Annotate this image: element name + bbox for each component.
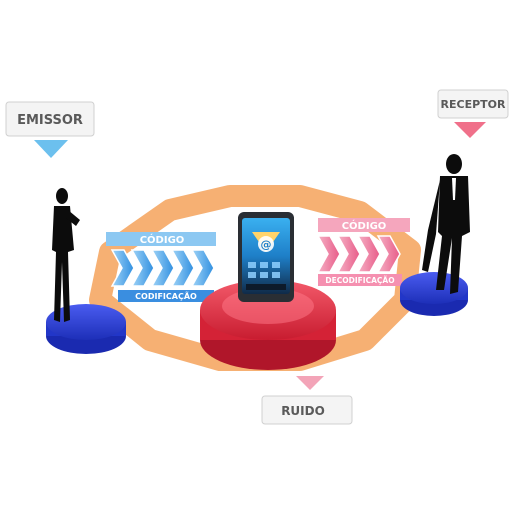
codigo-left-label: CÓDIGO [140, 233, 185, 246]
emissor-person [52, 188, 80, 322]
codigo-right-banner [318, 218, 410, 232]
codificacao-label: CODIFICAÇÃO [135, 291, 197, 301]
emissor-sign: EMISSOR [5, 101, 95, 158]
decodificacao-banner [318, 274, 402, 286]
emissor-pointer-icon [34, 140, 68, 158]
ruido-label: RUIDO [281, 404, 325, 418]
codificacao-arrows: CÓDIGO CODIFICAÇÃO [106, 232, 216, 302]
decodificacao-arrows: CÓDIGO DECODIFICAÇÃO [316, 218, 410, 286]
receptor-pointer-icon [454, 122, 486, 138]
receptor-label: RECEPTOR [441, 98, 506, 111]
codigo-right-label: CÓDIGO [342, 219, 387, 232]
codigo-left-banner [106, 232, 216, 246]
decodificacao-label: DECODIFICAÇÃO [325, 276, 394, 285]
emissor-label: EMISSOR [17, 113, 83, 128]
ruido-sign: RUIDO [261, 376, 353, 425]
smartphone: @ [238, 212, 294, 302]
at-sign-icon: @ [261, 238, 272, 251]
orange-ring [89, 185, 421, 371]
codificacao-banner [118, 290, 214, 302]
ruido-pointer-icon [296, 376, 324, 390]
receptor-sign: RECEPTOR [437, 89, 509, 138]
receptor-person [422, 154, 470, 294]
